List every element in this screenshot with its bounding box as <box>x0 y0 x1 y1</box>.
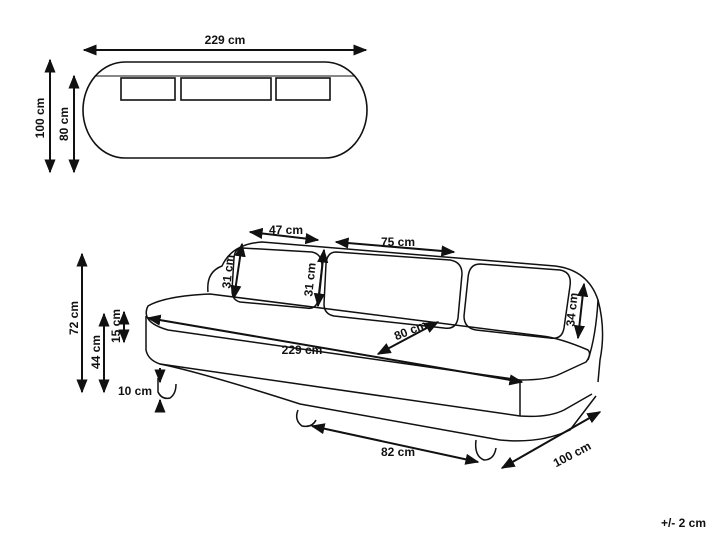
seat-front-face <box>145 316 593 418</box>
seat-depth-label: 80 cm <box>392 317 429 343</box>
depth-label: 100 cm <box>551 439 594 470</box>
leg-distance-arrow <box>310 423 480 465</box>
cushion-middle-width-label: 75 cm <box>381 235 415 249</box>
cushion-left-height-label: 31 cm <box>219 254 236 289</box>
cushion-right-height-arrow <box>573 282 589 340</box>
top-view-outline <box>82 61 368 159</box>
seat-width-arrow <box>146 314 524 386</box>
depth-arrow <box>500 411 602 469</box>
cushion-right <box>463 263 572 340</box>
top-view-dimensions <box>44 44 368 174</box>
leg-front-left <box>157 378 177 400</box>
top-view-cushion-middle <box>180 77 272 101</box>
total-height-label: 72 cm <box>67 301 81 335</box>
cushion-left-height-arrow <box>230 242 246 300</box>
cushion-middle-height-arrow <box>313 248 329 308</box>
cushion-middle-height-label: 31 cm <box>301 262 318 297</box>
top-seat-depth-label: 80 cm <box>57 107 71 141</box>
top-width-label: 229 cm <box>205 33 246 47</box>
leg-back-right <box>474 439 497 461</box>
leg-distance-label: 82 cm <box>381 445 415 459</box>
front-view-dimensions <box>76 227 602 469</box>
sofa-3d-view <box>145 241 604 461</box>
top-view-cushion-right <box>275 77 331 101</box>
leg-height-label: 10 cm <box>118 384 152 398</box>
top-depth-label: 100 cm <box>33 98 47 139</box>
cushion-side-width-label: 47 cm <box>269 223 303 237</box>
seat-top <box>145 293 591 381</box>
tolerance-note: +/- 2 cm <box>660 516 706 530</box>
top-view-cushion-left <box>120 77 176 101</box>
top-view <box>82 61 368 159</box>
cushion-middle-width-arrow <box>334 237 456 257</box>
sofa-base <box>159 363 597 442</box>
seat-height-label: 44 cm <box>89 335 103 369</box>
leg-front-right <box>295 409 317 428</box>
cushion-right-height-label: 34 cm <box>563 292 580 327</box>
cushion-side-width-arrow <box>248 227 320 245</box>
seat-thickness-label: 15 cm <box>109 309 123 343</box>
seat-width-label: 229 cm <box>282 343 323 357</box>
sofa-back-shell <box>207 241 604 383</box>
